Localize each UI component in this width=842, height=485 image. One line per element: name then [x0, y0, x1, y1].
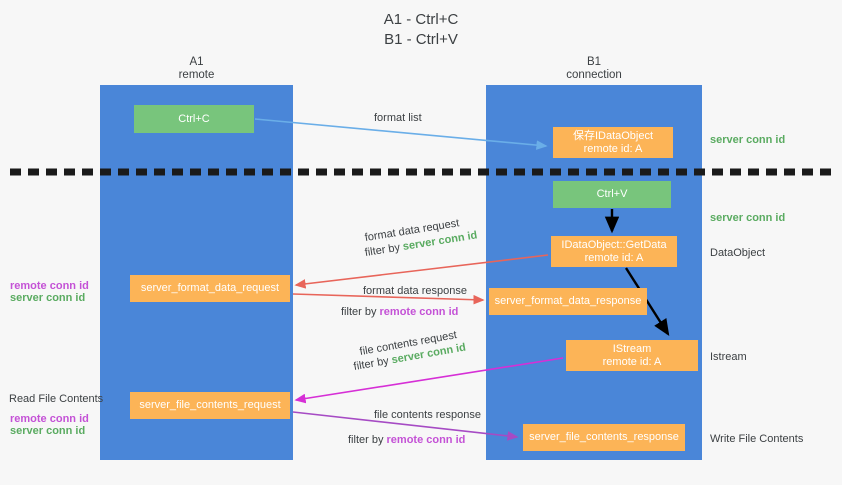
page-title: A1 - Ctrl+C B1 - Ctrl+V — [0, 10, 842, 50]
lane-b1-role: connection — [566, 69, 622, 81]
lane-b1-name: B1 — [586, 56, 602, 68]
box-getdata[interactable]: IDataObject::GetData remote id: A — [551, 236, 677, 267]
box-istream[interactable]: IStream remote id: A — [566, 340, 698, 371]
right-annotation-istream: Istream — [710, 351, 747, 363]
right-annotation-dataobject: DataObject — [710, 247, 766, 259]
box-server-format-data-request[interactable]: server_format_data_request — [130, 275, 290, 302]
left-annotation-server-conn-id-2: server conn id — [10, 425, 86, 437]
left-annotation-remote-conn-id-2: remote conn id — [10, 413, 89, 425]
lane-header-b1: B1 connection — [486, 56, 702, 82]
label-file-contents-response-filter: filter by remote conn id — [348, 433, 465, 447]
label-file-contents-request-filter-prefix: filter by — [352, 354, 393, 374]
label-format-list: format list — [374, 112, 422, 124]
left-annotation-server-conn-id-1: server conn id — [10, 292, 86, 304]
left-annotation-remote-conn-id-1: remote conn id — [10, 280, 89, 292]
label-format-data-response-filter-prefix: filter by — [341, 306, 380, 318]
label-file-contents-response-filter-prefix: filter by — [348, 434, 387, 446]
box-ctrl-c[interactable]: Ctrl+C — [134, 105, 254, 133]
box-server-format-data-response-label: server_format_data_response — [494, 295, 642, 307]
right-annotation-write-file-contents: Write File Contents — [710, 433, 804, 445]
label-file-contents-response: file contents response — [374, 409, 482, 421]
title-line-2: B1 - Ctrl+V — [384, 31, 458, 48]
label-file-contents-response-filter-value: remote conn id — [386, 434, 466, 446]
box-server-format-data-response[interactable]: server_format_data_response — [489, 288, 647, 315]
lane-a1-name: A1 — [189, 56, 204, 68]
box-istream-label: IStream — [612, 342, 652, 355]
lane-header-a1: A1 remote — [100, 56, 293, 82]
box-server-format-data-request-label: server_format_data_request — [140, 282, 280, 294]
title-line-1: A1 - Ctrl+C — [383, 11, 459, 28]
box-server-file-contents-request[interactable]: server_file_contents_request — [130, 392, 290, 419]
left-annotation-read-file-contents: Read File Contents — [9, 393, 104, 405]
label-format-data-response-filter: filter by remote conn id — [341, 305, 458, 319]
box-ctrl-c-label: Ctrl+C — [178, 112, 210, 125]
box-getdata-sub: remote id: A — [584, 251, 644, 264]
box-server-file-contents-response[interactable]: server_file_contents_response — [523, 424, 685, 451]
box-ctrl-v[interactable]: Ctrl+V — [553, 181, 671, 208]
box-save-idataobject-sub: remote id: A — [583, 142, 643, 155]
right-annotation-server-conn-id-2: server conn id — [710, 212, 786, 224]
lane-a1-role: remote — [178, 69, 215, 81]
box-save-idataobject[interactable]: 保存IDataObject remote id: A — [553, 127, 673, 158]
box-istream-sub: remote id: A — [602, 355, 662, 368]
right-annotation-server-conn-id-1: server conn id — [710, 134, 786, 146]
label-format-data-response-filter-value: remote conn id — [379, 306, 459, 318]
box-save-idataobject-label: 保存IDataObject — [572, 129, 654, 142]
box-ctrl-v-label: Ctrl+V — [596, 188, 628, 200]
box-getdata-label: IDataObject::GetData — [561, 238, 667, 251]
box-server-file-contents-response-label: server_file_contents_response — [529, 431, 679, 443]
box-server-file-contents-request-label: server_file_contents_request — [139, 399, 281, 411]
label-format-data-response: format data response — [363, 285, 467, 297]
